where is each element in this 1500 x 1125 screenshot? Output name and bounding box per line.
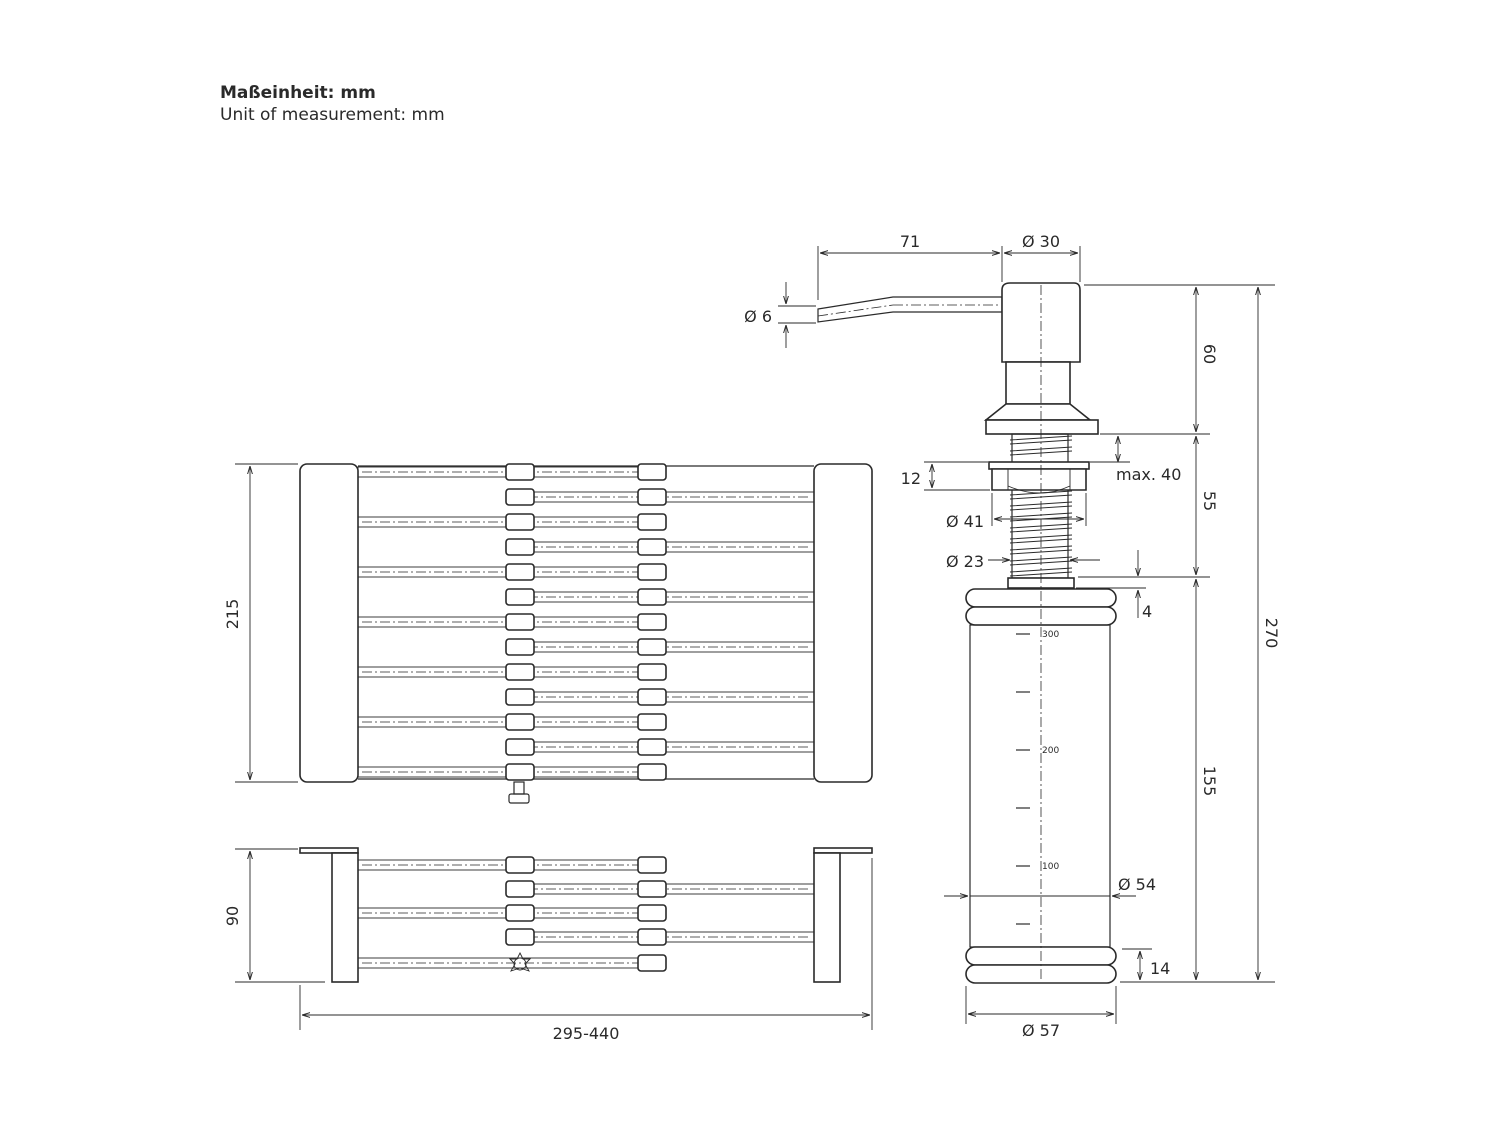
side-rod-clip bbox=[637, 880, 667, 898]
rod-clip bbox=[505, 563, 535, 581]
rod-clip bbox=[505, 463, 535, 481]
rod-clip bbox=[637, 713, 667, 731]
unit-note: Maßeinheit: mm Unit of measurement: mm bbox=[220, 82, 445, 126]
scale-label-100: 100 bbox=[1042, 862, 1059, 872]
rod-clip bbox=[637, 688, 667, 706]
rod-clip bbox=[637, 463, 667, 481]
bottle-diameter-label: Ø 57 bbox=[1022, 1021, 1060, 1040]
rod-clip bbox=[505, 688, 535, 706]
rod-clip bbox=[637, 613, 667, 631]
spout-diameter-label: Ø 6 bbox=[744, 307, 772, 326]
head-height-label: 60 bbox=[1200, 344, 1219, 364]
pump-neck bbox=[1005, 361, 1071, 405]
nut-washer bbox=[988, 461, 1090, 470]
nut-height-label: 12 bbox=[901, 469, 921, 488]
soap-dispenser-view: 300 200 100 71 Ø 30 Ø 6 60 55 155 270 bbox=[744, 232, 1281, 1040]
flange bbox=[983, 403, 1093, 421]
rod-clip bbox=[505, 538, 535, 556]
side-rod-clip bbox=[505, 856, 535, 874]
rod-clip bbox=[637, 488, 667, 506]
side-rod-clip bbox=[637, 928, 667, 946]
collar-label: 4 bbox=[1142, 602, 1152, 621]
rod-clip bbox=[637, 763, 667, 781]
rod-clip bbox=[505, 513, 535, 531]
rod-clip bbox=[505, 738, 535, 756]
unit-label-en: Unit of measurement: mm bbox=[220, 105, 445, 125]
side-lip-left bbox=[299, 847, 359, 854]
rod-clip bbox=[505, 638, 535, 656]
side-lip-right bbox=[813, 847, 873, 854]
side-rod-clip bbox=[505, 880, 535, 898]
rod-clip bbox=[637, 663, 667, 681]
side-wall-left bbox=[331, 852, 359, 983]
rod-clip bbox=[637, 738, 667, 756]
spout-length-label: 71 bbox=[900, 232, 920, 251]
basket-end-cap-left bbox=[299, 463, 359, 783]
basket-side-view: 90 295-440 bbox=[223, 847, 873, 1043]
side-wall-right bbox=[813, 852, 841, 983]
bottle-inner-diameter-label: Ø 54 bbox=[1118, 875, 1156, 894]
rod-clip bbox=[637, 538, 667, 556]
thread-shaft bbox=[1011, 433, 1069, 579]
side-rod-clip bbox=[505, 904, 535, 922]
nut bbox=[991, 468, 1087, 491]
flange-base bbox=[985, 419, 1099, 435]
max-thickness-label: max. 40 bbox=[1116, 465, 1181, 484]
basket-end-cap-right bbox=[813, 463, 873, 783]
thread-diameter-label: Ø 23 bbox=[946, 552, 984, 571]
rod-clip bbox=[505, 488, 535, 506]
star-knob-icon bbox=[508, 951, 532, 972]
side-rod-clip bbox=[637, 954, 667, 972]
base-ring-label: 14 bbox=[1150, 959, 1170, 978]
basket-top-view: 215 bbox=[223, 463, 873, 804]
volume-scale: 300 200 100 bbox=[1016, 630, 1059, 925]
basket-side-rods bbox=[357, 859, 815, 969]
rod-clip bbox=[505, 763, 535, 781]
basket-top-clips bbox=[505, 463, 667, 781]
head-diameter-label: Ø 30 bbox=[1022, 232, 1060, 251]
side-rod-clip bbox=[505, 928, 535, 946]
rod-clip bbox=[637, 513, 667, 531]
side-rod-clip bbox=[637, 904, 667, 922]
rod-clip bbox=[637, 638, 667, 656]
basket-width-label: 295-440 bbox=[553, 1024, 620, 1043]
rod-clip bbox=[505, 713, 535, 731]
rod-clip bbox=[637, 588, 667, 606]
adjust-knob bbox=[508, 781, 530, 804]
rod-clip bbox=[505, 588, 535, 606]
unit-label-de: Maßeinheit: mm bbox=[220, 83, 376, 103]
rod-clip bbox=[505, 613, 535, 631]
basket-side-height-label: 90 bbox=[223, 906, 242, 926]
bottle-height-label: 155 bbox=[1200, 766, 1219, 797]
scale-label-300: 300 bbox=[1042, 630, 1059, 640]
spout bbox=[817, 296, 1003, 323]
rod-clip bbox=[637, 563, 667, 581]
rod-clip bbox=[505, 663, 535, 681]
side-rod-clip bbox=[637, 856, 667, 874]
basket-height-label: 215 bbox=[223, 599, 242, 630]
nut-diameter-label: Ø 41 bbox=[946, 512, 984, 531]
scale-label-200: 200 bbox=[1042, 746, 1059, 756]
bottle-body bbox=[969, 624, 1111, 948]
thread-section-label: 55 bbox=[1200, 491, 1219, 511]
total-height-label: 270 bbox=[1262, 618, 1281, 649]
basket-top-rods bbox=[357, 465, 815, 780]
basket-side-clips bbox=[505, 856, 667, 972]
